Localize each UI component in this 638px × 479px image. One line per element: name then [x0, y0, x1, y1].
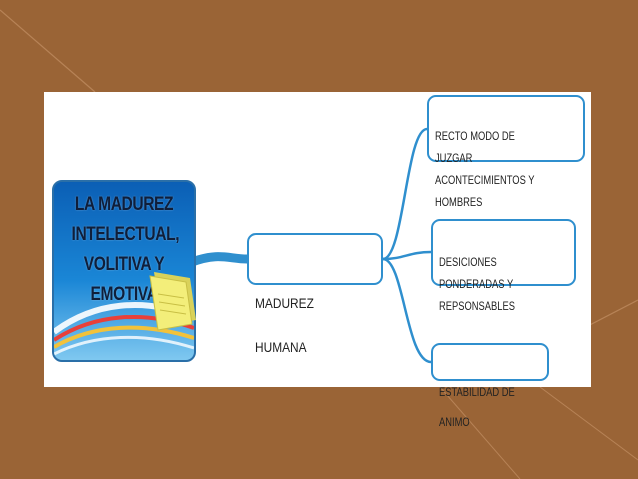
central-to-subtopic-3-connector	[382, 257, 432, 364]
central-to-subtopic-2-connector	[382, 250, 432, 261]
subtopic-label: ESTABILIDAD DE ANIMO	[439, 385, 515, 429]
sticky-note-icon[interactable]	[144, 268, 200, 332]
mind-map-panel: LA MADUREZ INTELECTUAL, VOLITIVA Y EMOTI…	[44, 92, 591, 429]
subtopic-label: RECTO MODO DE JUZGAR ACONTECIMIENTOS Y H…	[435, 129, 535, 209]
mind-map-connectors	[187, 127, 432, 364]
central-topic-label: MADUREZ HUMANA	[255, 295, 314, 355]
central-to-subtopic-1-connector	[382, 127, 428, 261]
central-topic-node[interactable]: MADUREZ HUMANA	[247, 233, 383, 355]
subtopic-node-2[interactable]: DESICIONES PONDERADAS Y REPSONSABLES	[431, 219, 576, 313]
subtopic-label: DESICIONES PONDERADAS Y REPSONSABLES	[439, 255, 515, 313]
main-topic-label: LA MADUREZ INTELECTUAL, VOLITIVA Y EMOTI…	[71, 194, 180, 305]
main-to-central-connector	[187, 252, 252, 267]
subtopic-node-1[interactable]: RECTO MODO DE JUZGAR ACONTECIMIENTOS Y H…	[427, 95, 585, 209]
main-topic-node[interactable]: LA MADUREZ INTELECTUAL, VOLITIVA Y EMOTI…	[52, 180, 196, 362]
subtopic-node-3[interactable]: ESTABILIDAD DE ANIMO	[431, 343, 549, 429]
